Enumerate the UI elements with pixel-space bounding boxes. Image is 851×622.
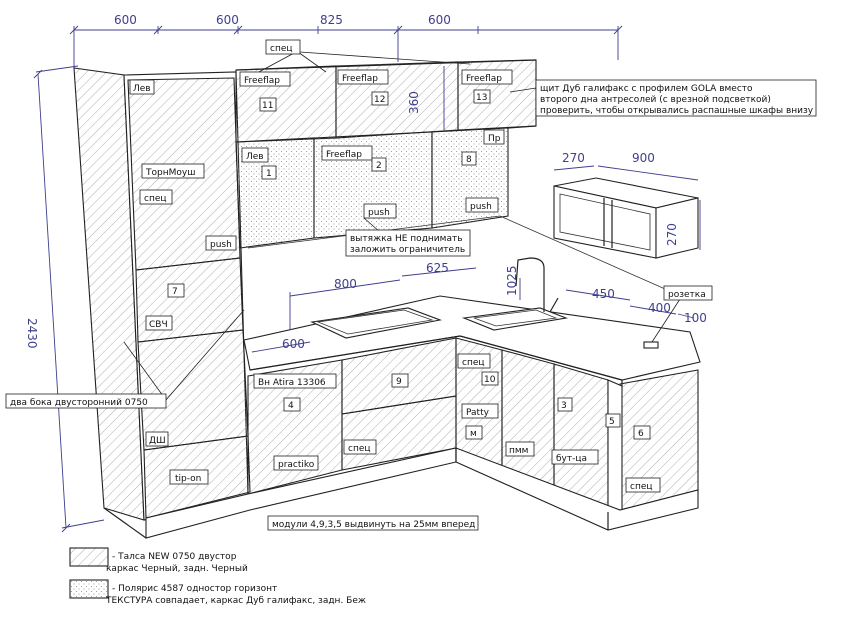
label-lev-mid: Лев [246,152,264,162]
counter-dimensions: 800 625 600 1025 450 400 100 [251,261,707,353]
label-spec-tall: спец [144,194,167,204]
sink [461,307,569,331]
dim-shelf-270-w: 270 [562,151,585,165]
label-n10: 10 [484,375,496,385]
label-n4: 4 [288,401,294,411]
note-hood-1: вытяжка НЕ поднимать [350,234,463,244]
label-texts: спец Лев Freeflap Freeflap Freeflap 11 1… [10,44,814,530]
legend: - Талса NEW 0750 двустор каркас Черный, … [69,547,366,606]
legend-dots-swatch [69,579,109,599]
label-spec-drawer: спец [348,444,371,454]
label-pmm: пмм [509,446,528,456]
legend-hatch-swatch [69,547,109,567]
legend-hatch-line2: каркас Черный, задн. Черный [106,564,248,574]
legend-hatch-line1: - Талса NEW 0750 двустор [112,552,237,562]
label-n6: 6 [638,429,644,439]
note-gola-3: проверить, чтобы открывались распашные ш… [540,106,814,116]
legend-dots-line1: - Полярис 4587 одностор горизонт [112,584,277,594]
dim-top-600-c: 600 [428,13,451,27]
label-bn-atira: Вн Atira 13306 [258,378,326,388]
label-patty: Patty [466,408,490,418]
top-dimensions: 600 600 825 600 [69,13,623,68]
label-freeflap-2: Freeflap [342,74,378,84]
cooktop [310,307,443,339]
label-n5: 5 [609,417,615,427]
legend-dots-line2: ТЕКСТУРА совпадает, каркас Дуб галифакс,… [105,596,366,606]
label-lev-top: Лев [133,84,151,94]
socket [643,341,659,349]
dim-counter-600: 600 [282,337,305,351]
label-freeflap-1: Freeflap [244,76,280,86]
label-m: м [470,429,477,439]
dim-counter-625: 625 [426,261,449,275]
label-two-sides: два бока двусторонний 0750 [10,398,148,408]
note-gola-1: щит Дуб галифакс с профилем GOLA вместо [540,84,753,94]
label-push-tall: push [210,240,232,250]
faucet [515,257,545,312]
note-modules: модули 4,9,3,5 выдвинуть на 25мм вперед [272,520,475,530]
label-svch: СВЧ [149,320,168,330]
label-push-right: push [470,202,492,212]
label-n2: 2 [376,161,382,171]
dim-counter-450: 450 [592,287,615,301]
label-n12: 12 [374,95,385,105]
label-n7: 7 [172,287,178,297]
dim-counter-1025: 1025 [505,265,519,296]
label-push-mid: push [368,208,390,218]
label-spec-right: спец [630,482,653,492]
note-gola-2: второго дна антресолей (с врезной подсве… [540,95,771,105]
dim-shelf-900: 900 [632,151,655,165]
label-freeflap-3: Freeflap [466,74,502,84]
label-n11: 11 [262,101,273,111]
label-tophmoush: ТорнМоуш [145,168,195,178]
label-practiko: practiko [278,460,315,470]
label-but-tsa: бут-ца [556,454,587,464]
label-spec-corner: спец [462,358,485,368]
dim-counter-400: 400 [648,301,671,315]
label-rozetka: розетка [668,290,706,300]
dim-shelf-270-h: 270 [665,223,679,246]
label-spec-top: спец [270,44,293,54]
dim-upper-360: 360 [407,91,421,114]
note-hood-2: заложить ограничитель [350,245,465,255]
dim-counter-800: 800 [334,277,357,291]
label-tip-on: tip-on [175,474,201,484]
leader-lines [123,51,683,401]
label-pr: Пр [488,134,501,144]
label-n13: 13 [476,93,487,103]
label-dsh: ДШ [149,436,166,446]
label-n3: 3 [561,401,567,411]
label-boxes [5,39,817,531]
label-n9: 9 [396,377,402,387]
dim-counter-100: 100 [684,311,707,325]
dim-top-600-b: 600 [216,13,239,27]
lower-right-run [455,337,699,531]
label-n8: 8 [466,155,472,165]
label-freeflap-mid: Freeflap [326,150,362,160]
open-shelf [553,177,699,259]
height-dimension: 2430 [25,65,105,533]
label-n1: 1 [266,169,272,179]
dim-top-825: 825 [320,13,343,27]
dim-height-2430: 2430 [25,318,39,349]
dim-top-600-a: 600 [114,13,137,27]
